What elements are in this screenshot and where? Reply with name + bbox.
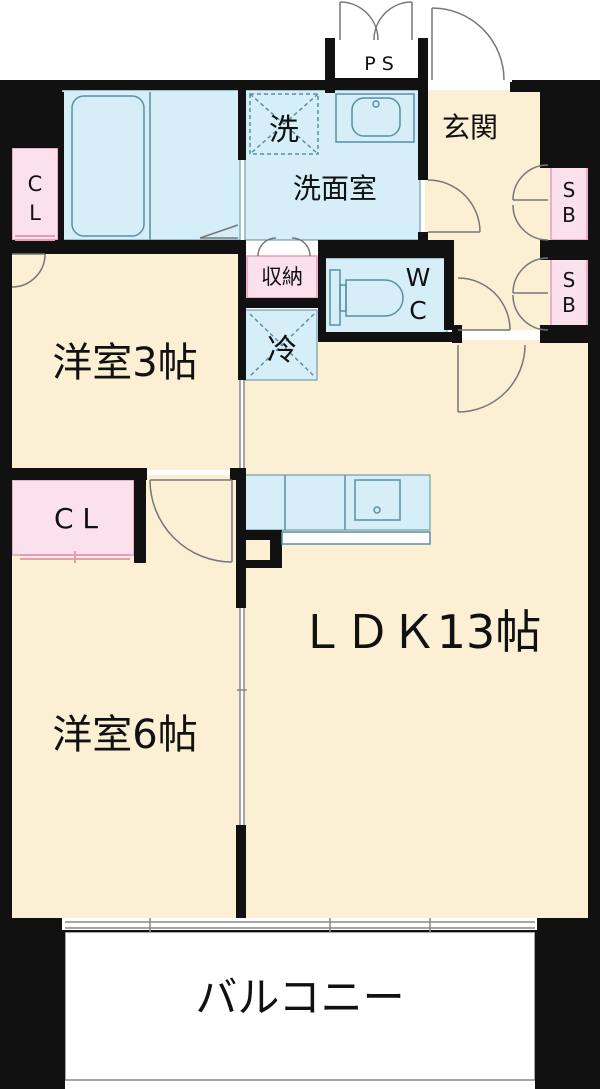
label-wc: W C [405, 263, 431, 325]
label-ps: P S [364, 53, 394, 75]
western-3-floor [12, 245, 240, 470]
toilet-bowl [345, 279, 404, 317]
label-ldk: ＬＤＫ13帖 [299, 605, 542, 659]
labels: P S 玄関 洗 洗面室 収納 冷 洋室3帖 C L ＬＤＫ13帖 洋室6帖 バ… [52, 53, 541, 1022]
label-washroom: 洗面室 [293, 172, 377, 205]
openings [62, 0, 537, 930]
kitchen-counter [244, 474, 431, 531]
label-western-3: 洋室3帖 [52, 340, 197, 386]
label-sb-1: S B [562, 178, 576, 227]
label-cl-top: C L [27, 172, 43, 226]
ldk-floor [245, 340, 590, 920]
label-sb-2: S B [562, 268, 576, 317]
balcony-floor [64, 931, 536, 1081]
cl-middle-floor [11, 479, 135, 556]
closet-rails [15, 235, 130, 563]
label-entrance: 玄関 [442, 111, 498, 144]
washroom-floor [244, 89, 421, 241]
washbasin [335, 93, 415, 143]
doors [11, 1, 549, 563]
fixtures [71, 92, 431, 545]
bath-floor [61, 89, 241, 241]
label-storage: 収納 [261, 265, 303, 289]
kitchen-sink [354, 479, 401, 521]
label-fridge: 冷 [267, 333, 297, 368]
windows [65, 380, 535, 932]
label-western-6: 洋室6帖 [52, 712, 197, 758]
label-balcony: バルコニー [195, 973, 404, 1022]
bathtub [71, 95, 145, 237]
laundry-pan [249, 93, 319, 155]
label-cl-middle: C L [54, 502, 98, 535]
label-laundry: 洗 [269, 113, 299, 148]
sb2-floor [550, 257, 588, 331]
floors [11, 89, 590, 1081]
